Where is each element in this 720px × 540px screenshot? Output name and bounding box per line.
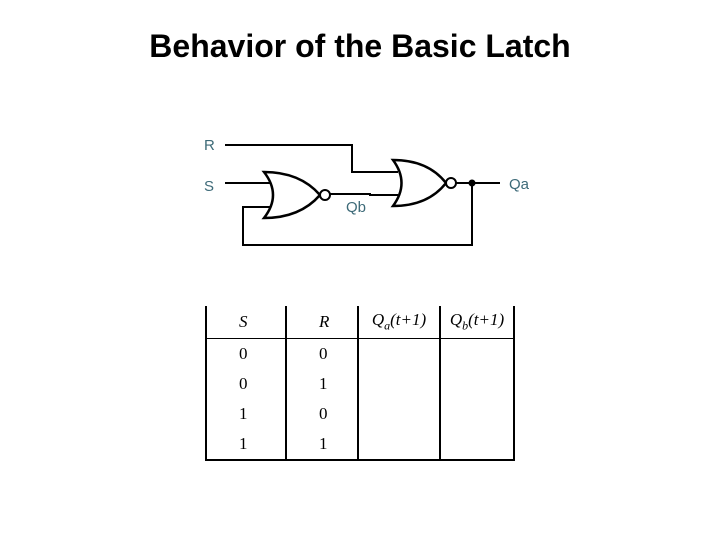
header-qb-next: Qb(t+1)	[439, 306, 515, 339]
s-input-label: S	[204, 178, 214, 195]
nor-bubble-lower	[319, 189, 331, 201]
table-row: 0 1	[205, 369, 515, 399]
latch-circuit-diagram: R S Qa Qb	[204, 137, 530, 246]
header-qa-next: Qa(t+1)	[357, 306, 441, 339]
cell-r: 1	[285, 429, 359, 461]
truth-table: S R Qa(t+1) Qb(t+1) 0 0 0 1 1 0 1 1	[205, 306, 515, 461]
r-wire	[225, 144, 398, 173]
qa-label-main: Qa	[509, 176, 530, 193]
qb-output-label: Qb	[346, 199, 366, 216]
junction-dot	[468, 179, 476, 187]
cell-qb	[439, 429, 515, 461]
nor-gate-upper	[390, 158, 457, 208]
cell-s: 0	[205, 369, 287, 399]
cell-r: 0	[285, 399, 359, 429]
cell-s: 1	[205, 429, 287, 461]
cell-r: 1	[285, 369, 359, 399]
page-title: Behavior of the Basic Latch	[149, 28, 571, 64]
cell-s: 1	[205, 399, 287, 429]
nor-gate-lower	[261, 170, 331, 220]
nor-bubble-upper	[445, 177, 457, 189]
table-header-row: S R Qa(t+1) Qb(t+1)	[205, 306, 515, 339]
r-input-label: R	[204, 137, 215, 154]
feedback-wire	[242, 183, 473, 246]
qb-wire	[330, 193, 398, 196]
cell-qa	[357, 399, 441, 429]
cell-qa	[357, 429, 441, 461]
cell-qb	[439, 399, 515, 429]
header-r: R	[285, 306, 359, 339]
cell-qb	[439, 338, 515, 369]
cell-qa	[357, 338, 441, 369]
cell-r: 0	[285, 338, 359, 369]
qb-label-main: Qb	[346, 199, 366, 216]
table-row: 1 0	[205, 399, 515, 429]
cell-qb	[439, 369, 515, 399]
cell-qa	[357, 369, 441, 399]
qa-output-label: Qa	[509, 176, 530, 193]
table-row: 0 0	[205, 338, 515, 369]
header-s: S	[205, 306, 287, 339]
wires	[225, 144, 500, 246]
cell-s: 0	[205, 338, 287, 369]
table-row: 1 1	[205, 429, 515, 461]
